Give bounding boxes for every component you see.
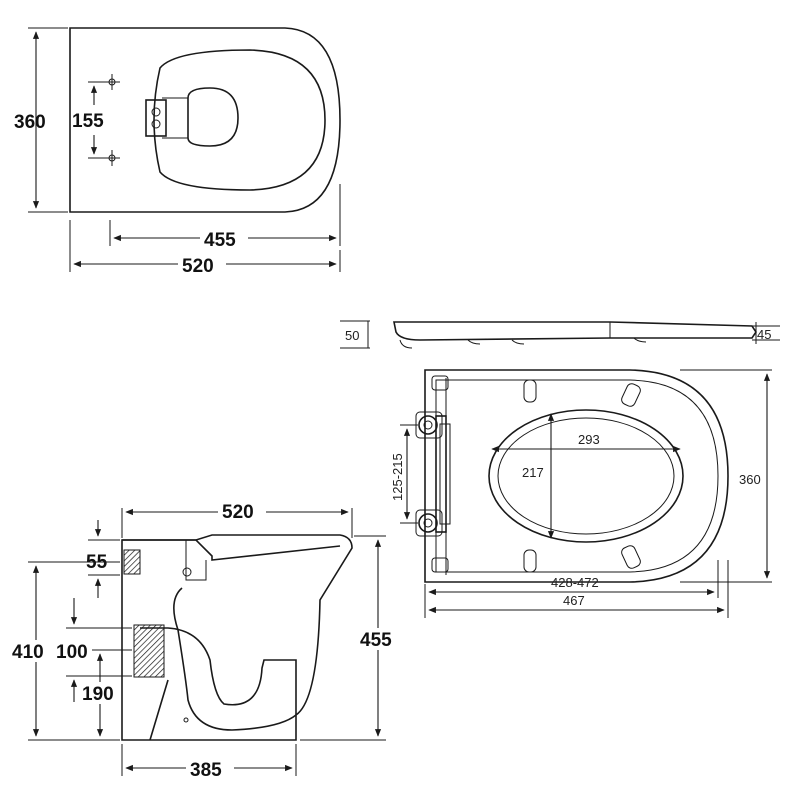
pan-outline <box>69 27 341 213</box>
outlet-section <box>133 624 165 678</box>
seat-bumper <box>523 549 537 573</box>
outlet-block <box>145 99 167 137</box>
seat-top-view: 125-215 293 217 360 428-472 467 <box>389 369 772 618</box>
bowl-opening <box>187 87 239 147</box>
pan-body-outline <box>121 534 353 741</box>
outlet-size-label: 100 <box>56 642 88 663</box>
overall-length-label: 520 <box>182 256 214 277</box>
fixing-centres-label: 155 <box>72 111 104 132</box>
hinge-to-front-label: 428-472 <box>551 575 599 590</box>
seat-right-thickness-label: 45 <box>757 327 771 342</box>
seat-bumper <box>621 545 641 569</box>
hinge-centres-label: 125-215 <box>390 453 405 501</box>
seat-opening <box>488 409 684 543</box>
outlet-height-label: 190 <box>82 684 114 705</box>
pan-plan-view: 360 155 455 520 <box>14 27 341 277</box>
pan-length-label: 520 <box>222 502 254 523</box>
bowl-rim <box>153 49 326 191</box>
seat-side-view: 50 45 <box>340 320 780 349</box>
seat-profile <box>393 321 757 341</box>
opening-width-label: 293 <box>578 432 600 447</box>
base-length-label: 385 <box>190 760 222 781</box>
seat-width-label: 360 <box>739 472 761 487</box>
seat-bumper <box>621 383 641 407</box>
inlet-section <box>123 549 141 575</box>
pan-side-view: 520 55 410 100 190 455 38 <box>12 500 398 781</box>
hinge-bar <box>435 415 447 533</box>
inlet-centre-label: 410 <box>12 642 44 663</box>
seat-outline <box>424 369 729 583</box>
opening-depth-label: 217 <box>522 465 544 480</box>
pan-depth-label: 455 <box>204 230 236 251</box>
seat-bumper <box>523 379 537 403</box>
seat-left-thickness-label: 50 <box>345 328 359 343</box>
height-label: 360 <box>14 112 46 133</box>
seat-length-label: 467 <box>563 593 585 608</box>
trapway <box>140 627 297 715</box>
overall-height-label: 455 <box>360 630 392 651</box>
